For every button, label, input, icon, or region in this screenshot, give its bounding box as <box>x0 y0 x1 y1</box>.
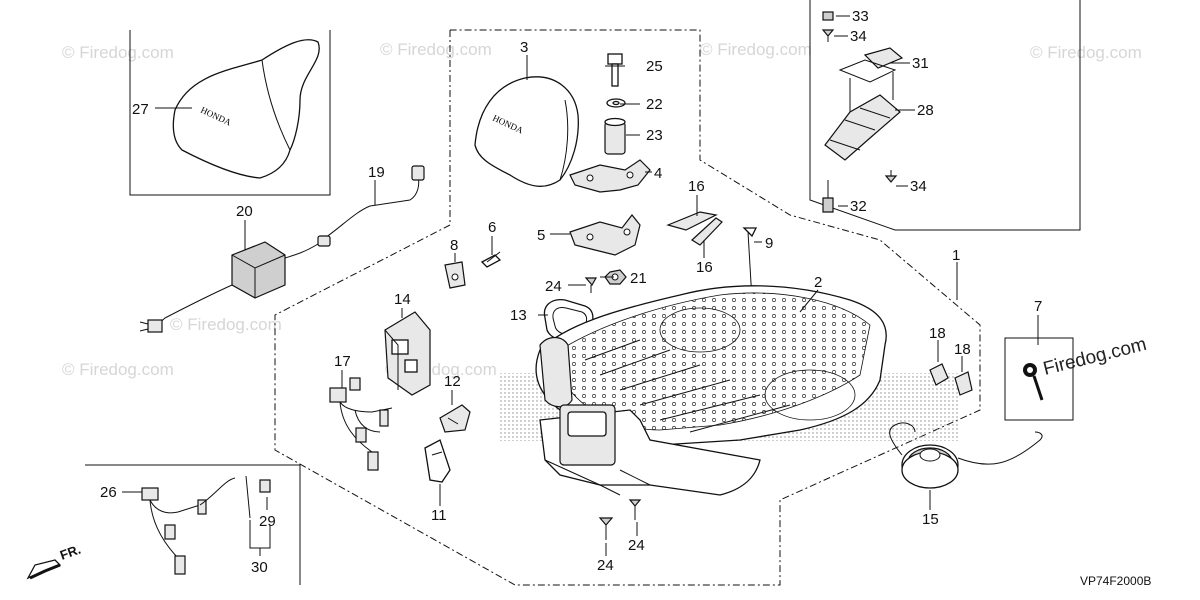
front-label: FR. <box>58 542 83 563</box>
key-frame <box>1004 337 1074 421</box>
callout-27: 27 <box>132 101 149 118</box>
seat-cover-frame <box>129 30 331 196</box>
callout-34a: 34 <box>850 28 867 45</box>
leader-lines <box>122 15 1039 556</box>
callout-3: 3 <box>520 39 528 56</box>
bracket-5 <box>569 214 641 256</box>
board-14 <box>384 311 431 396</box>
callout-5: 5 <box>537 227 545 244</box>
cover-11 <box>424 439 451 483</box>
watermark-text: © Firedog.com <box>380 40 492 59</box>
callout-19: 19 <box>368 164 385 181</box>
cord-19 <box>317 165 425 247</box>
callout-23: 23 <box>646 127 663 144</box>
callout-24b: 24 <box>597 557 614 574</box>
callout-15: 15 <box>922 511 939 528</box>
callout-32: 32 <box>850 198 867 215</box>
group-frames <box>85 0 1081 586</box>
bracket-frame <box>809 0 1081 231</box>
key-7 <box>1023 363 1044 401</box>
callout-31: 31 <box>912 55 929 72</box>
callout-20: 20 <box>236 203 253 220</box>
watermark-text: © Firedog.com <box>62 43 174 62</box>
callout-17: 17 <box>334 353 351 370</box>
bracket-28-31 <box>821 11 904 213</box>
callout-24c: 24 <box>628 537 645 554</box>
callout-22: 22 <box>646 96 663 113</box>
callout-9: 9 <box>765 235 773 252</box>
watermark-main: Firedog.com <box>1041 334 1149 380</box>
callout-2: 2 <box>814 274 822 291</box>
callout-12: 12 <box>444 373 461 390</box>
callout-34b: 34 <box>910 178 927 195</box>
bolt-group <box>604 53 626 155</box>
callout-33: 33 <box>852 8 869 25</box>
harness-frame <box>85 464 301 585</box>
watermark-text: © Firedog.com <box>62 360 174 379</box>
bracket-4 <box>569 159 651 193</box>
callout-21: 21 <box>630 270 647 287</box>
callout-13: 13 <box>510 307 527 324</box>
callout-28: 28 <box>917 102 934 119</box>
callout-16b: 16 <box>696 259 713 276</box>
main-base-2 <box>500 285 960 496</box>
watermark-text: © Firedog.com <box>700 40 812 59</box>
harness-26 <box>141 475 271 575</box>
callout-29: 29 <box>259 513 276 530</box>
watermark-text: © Firedog.com <box>170 315 282 334</box>
callout-25: 25 <box>646 58 663 75</box>
clips-18 <box>929 363 973 396</box>
callout-26: 26 <box>100 484 117 501</box>
callout-8: 8 <box>450 237 458 254</box>
seat-cover-27: HONDA <box>172 39 320 179</box>
callout-numbers: 27 3 25 22 23 4 5 6 8 9 16 16 24 21 13 2… <box>100 8 1042 576</box>
callout-7: 7 <box>1034 298 1042 315</box>
main-assembly-frame <box>274 29 981 586</box>
callout-24a: 24 <box>545 278 562 295</box>
callout-14: 14 <box>394 291 411 308</box>
callout-4: 4 <box>654 165 662 182</box>
callout-18a: 18 <box>929 325 946 342</box>
callout-6: 6 <box>488 219 496 236</box>
callout-18b: 18 <box>954 341 971 358</box>
watermark-text: © Firedog.com <box>1030 43 1142 62</box>
front-marker: FR. <box>26 542 83 580</box>
callout-16a: 16 <box>688 178 705 195</box>
diagram-code: VP74F2000B <box>1080 574 1151 588</box>
callout-1: 1 <box>952 247 960 264</box>
harness-17 <box>329 377 393 471</box>
clip-12 <box>439 404 471 433</box>
seat-cover-3: HONDA <box>474 76 579 187</box>
small-parts <box>444 227 758 540</box>
callout-30: 30 <box>251 559 268 576</box>
transformer-20 <box>139 241 319 333</box>
clips-16 <box>666 211 723 246</box>
spool-15 <box>889 422 1043 489</box>
callout-11: 11 <box>431 507 447 524</box>
